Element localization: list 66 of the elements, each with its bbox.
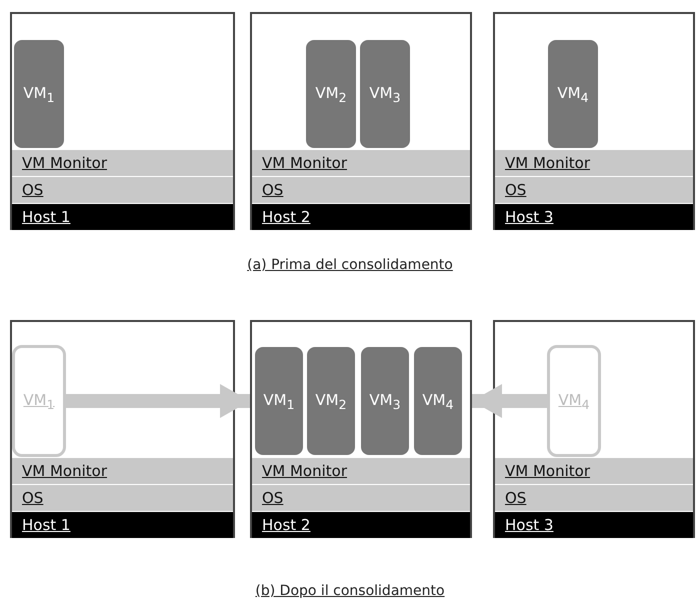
- layer-label: OS: [262, 489, 284, 507]
- panel-caption: (a) Prima del consolidamento: [247, 257, 453, 273]
- host-band: [495, 512, 693, 538]
- layer-label: VM Monitor: [262, 462, 347, 480]
- layer-label: VM Monitor: [22, 462, 107, 480]
- host-label: Host 2: [262, 516, 310, 534]
- layer-band: [252, 485, 470, 511]
- panel-caption: (b) Dopo il consolidamento: [255, 583, 445, 599]
- vm-label: VM$_{3}$: [369, 390, 401, 412]
- host-band: [495, 204, 693, 230]
- layer-band: [12, 458, 233, 484]
- host-box: [250, 320, 472, 538]
- vm-label: VM$_{1}$: [263, 390, 295, 412]
- host-box: [10, 12, 235, 230]
- layer-band: [495, 150, 693, 176]
- layer-label: OS: [22, 489, 44, 507]
- host-box: [250, 12, 472, 230]
- layer-label: OS: [505, 489, 526, 507]
- layer-label: VM Monitor: [262, 154, 347, 172]
- vm-label: VM$_{3}$: [369, 84, 401, 104]
- vm-box: [414, 347, 462, 455]
- vm-box: [361, 347, 409, 455]
- host-band: [252, 204, 470, 230]
- layer-label: OS: [22, 181, 44, 199]
- migration-arrow: [66, 384, 250, 418]
- layer-band: [495, 485, 693, 511]
- vm-label: VM$_{2}$: [315, 84, 347, 104]
- layer-band: [252, 150, 470, 176]
- host-box: [10, 320, 235, 538]
- vm-label: VM$_{1}$: [23, 390, 55, 412]
- host-label: Host 3: [505, 516, 554, 534]
- vm-label: VM$_{1}$: [23, 84, 55, 104]
- host-label: Host 2: [262, 208, 310, 226]
- layer-label: VM Monitor: [505, 462, 590, 480]
- vm-box: [307, 347, 355, 455]
- host-band: [12, 204, 233, 230]
- host-band: [252, 512, 470, 538]
- vm-box: [548, 40, 598, 148]
- vm-label: VM$_{4}$: [557, 84, 589, 104]
- vm-label: VM$_{4}$: [422, 390, 454, 412]
- host-box: [493, 320, 695, 538]
- layer-label: VM Monitor: [505, 154, 590, 172]
- vm-box: [255, 347, 303, 455]
- layer-band: [12, 485, 233, 511]
- host-label: Host 1: [22, 516, 70, 534]
- host-band: [12, 512, 233, 538]
- vm-label: VM$_{4}$: [558, 390, 590, 412]
- migrated-vm-outline: [12, 345, 66, 457]
- layer-band: [252, 177, 470, 203]
- host-label: Host 3: [505, 208, 554, 226]
- vm-box: [306, 40, 356, 148]
- vm-box: [360, 40, 410, 148]
- layer-label: OS: [505, 181, 526, 199]
- layer-band: [12, 177, 233, 203]
- layer-band: [495, 177, 693, 203]
- vm-box: [14, 40, 64, 148]
- layer-label: OS: [262, 181, 284, 199]
- host-label: Host 1: [22, 208, 70, 226]
- vm-label: VM$_{2}$: [315, 390, 347, 412]
- migration-arrow: [472, 384, 547, 418]
- layer-band: [252, 458, 470, 484]
- layer-label: VM Monitor: [22, 154, 107, 172]
- layer-band: [495, 458, 693, 484]
- host-box: [493, 12, 695, 230]
- layer-band: [12, 150, 233, 176]
- migrated-vm-outline: [547, 345, 601, 457]
